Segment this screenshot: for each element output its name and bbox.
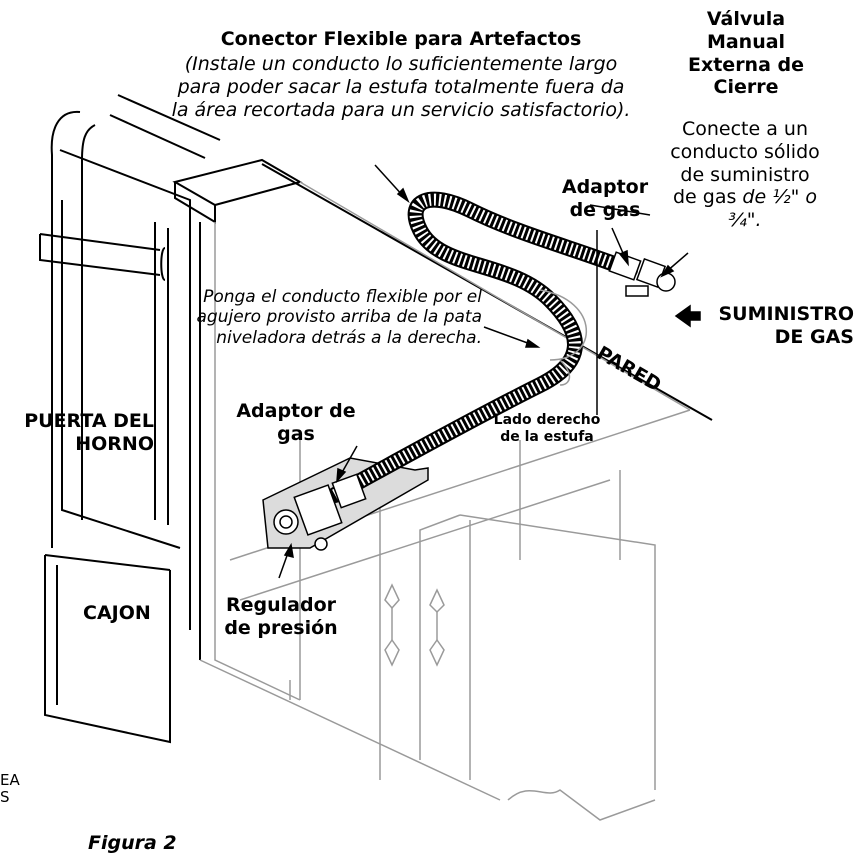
oven-door-label: PUERTA DEL HORNO	[24, 410, 154, 455]
range-right-side-label: Lado derecho de la estufa	[493, 412, 601, 445]
range-outline	[39, 94, 221, 630]
partial-left-text: EA S	[0, 771, 20, 807]
regulator-assembly	[273, 473, 367, 551]
valve-note-size: de ½" o ¾".	[728, 186, 818, 232]
leader-lines	[278, 164, 701, 579]
oven-door	[61, 200, 181, 549]
regulator-label: Regulador de presión	[224, 594, 338, 639]
valve-note: Conecte a un conducto sólido de suminist…	[668, 118, 822, 232]
gas-supply-label: SUMINISTRO DE GAS	[718, 303, 855, 348]
valve-assembly	[608, 251, 676, 297]
connector-note: (Instale un conducto lo suficientemente …	[171, 53, 631, 121]
wall-opening	[539, 289, 587, 386]
flexible-connector-hose	[327, 191, 638, 503]
valve-title: Válvula Manual Externa de Cierre	[687, 8, 805, 99]
drawer-label: CAJON	[83, 602, 151, 624]
figure-label: Figura 2	[88, 832, 177, 854]
cabinet-handles	[384, 583, 445, 667]
valve-note-text: Conecte a un conducto sólido de suminist…	[670, 118, 820, 209]
cabinet	[199, 181, 691, 821]
adaptor-top-label: Adaptor de gas	[561, 176, 649, 221]
drawer	[44, 554, 171, 744]
flex-note: Ponga el conducto flexible por el agujer…	[196, 287, 482, 348]
adaptor-bottom-label: Adaptor de gas	[236, 400, 356, 445]
connector-title: Conector Flexible para Artefactos	[220, 28, 582, 50]
supply-arrow	[674, 304, 701, 328]
